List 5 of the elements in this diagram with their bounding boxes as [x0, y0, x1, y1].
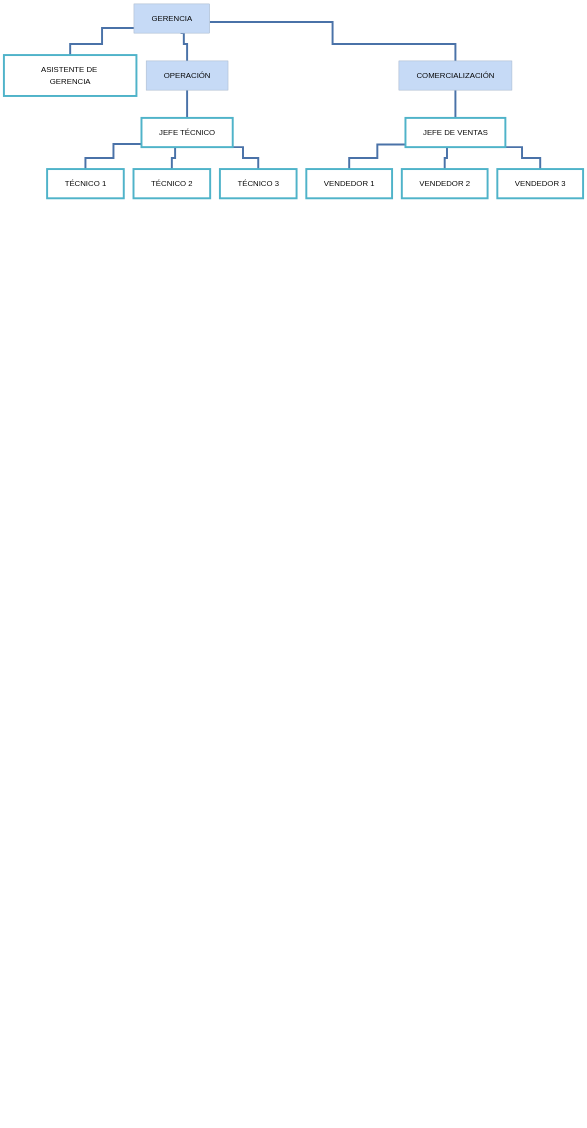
connector	[454, 89, 457, 119]
connector	[208, 20, 457, 62]
connector	[69, 27, 135, 57]
connector	[186, 89, 189, 119]
connector	[443, 146, 451, 171]
